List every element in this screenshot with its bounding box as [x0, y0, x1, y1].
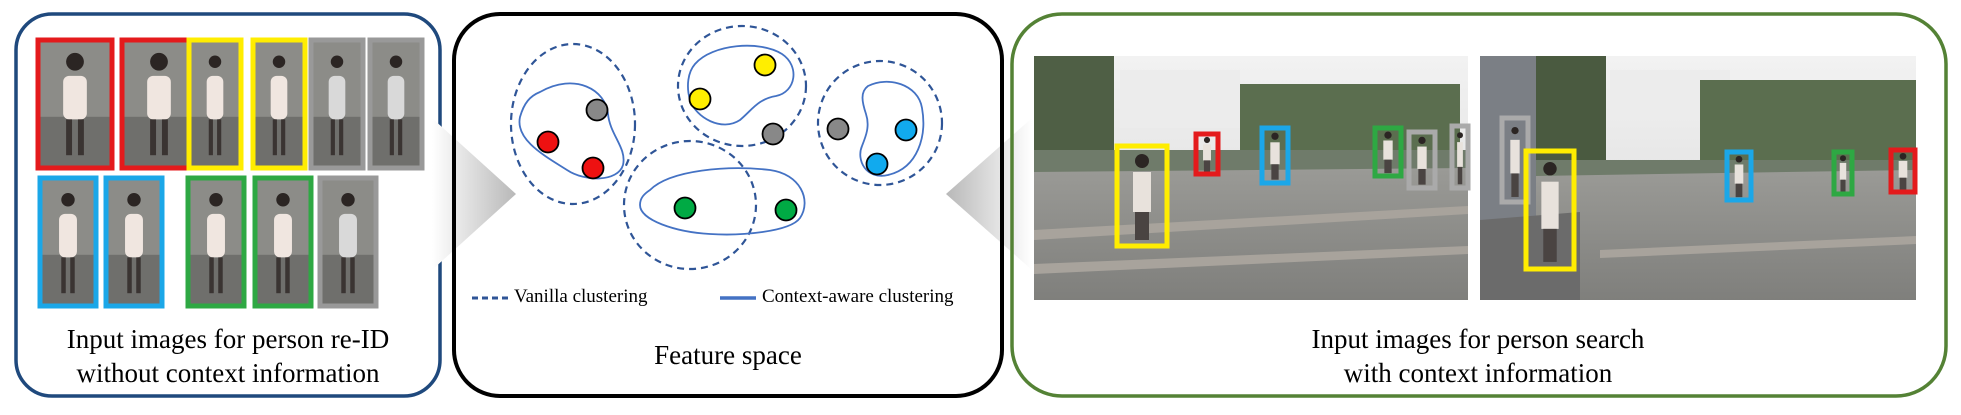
- detection-box-8: [1523, 148, 1577, 272]
- detection-boxes: [1114, 115, 1918, 272]
- person-crop-bottom-5: [317, 175, 379, 309]
- right-caption-line-2: with context information: [1343, 358, 1613, 388]
- vanilla-cluster-1: [509, 42, 637, 206]
- feature-point-yellow-5: [753, 53, 777, 77]
- detection-box-2: [1193, 131, 1221, 177]
- vanilla-cluster-2: [676, 24, 808, 148]
- context-clusters: [518, 44, 925, 236]
- legend-vanilla-label: Vanilla clustering: [514, 286, 648, 307]
- feature-point-yellow-4: [688, 87, 712, 111]
- left-caption: Input images for person re-ID without co…: [30, 322, 426, 390]
- feature-point-green-10: [673, 196, 697, 220]
- detection-box-9: [1724, 149, 1754, 203]
- detection-box-4: [1372, 125, 1404, 179]
- center-caption-text: Feature space: [654, 340, 802, 370]
- person-crop-top-6: [367, 37, 425, 171]
- right-panel-border: [1010, 12, 1948, 398]
- arrow-left-to-center: [432, 118, 516, 270]
- feature-point-gray-7: [826, 117, 850, 141]
- person-crop-bottom-4: [252, 175, 314, 309]
- left-caption-line-1: Input images for person re-ID: [66, 324, 390, 354]
- person-crop-top-3: [186, 37, 244, 171]
- person-crop-bottom-3: [185, 175, 247, 309]
- person-crops: [35, 37, 425, 309]
- legend-context-label: Context-aware clustering: [762, 286, 954, 307]
- detection-box-5: [1406, 129, 1438, 191]
- detection-box-10: [1831, 149, 1855, 197]
- left-caption-line-2: without context information: [76, 358, 380, 388]
- person-crop-top-1: [35, 37, 115, 171]
- detection-box-3: [1259, 125, 1291, 186]
- feature-point-red-2: [581, 156, 605, 180]
- feature-point-blue-9: [865, 152, 889, 176]
- vanilla-clusters: [509, 24, 944, 271]
- person-crop-bottom-1: [37, 175, 99, 309]
- context-cluster-green: [639, 167, 806, 236]
- detection-box-1: [1114, 143, 1170, 249]
- center-panel-border: [452, 12, 1004, 398]
- arrow-right-to-center: [946, 118, 1032, 270]
- vanilla-cluster-4: [622, 139, 758, 271]
- feature-points: [536, 53, 918, 222]
- right-caption-line-1: Input images for person search: [1311, 324, 1645, 354]
- person-crop-top-5: [308, 37, 366, 171]
- center-caption: Feature space: [474, 338, 982, 372]
- person-crop-top-2: [119, 37, 199, 171]
- feature-point-gray-6: [761, 122, 785, 146]
- context-cluster-yellow: [687, 44, 795, 126]
- vanilla-cluster-3: [816, 59, 944, 187]
- context-cluster-red: [518, 82, 625, 180]
- right-caption: Input images for person search with cont…: [1030, 322, 1926, 390]
- detection-box-11: [1888, 147, 1918, 195]
- feature-point-gray-3: [585, 98, 609, 122]
- feature-point-red-1: [536, 130, 560, 154]
- detection-box-6: [1449, 123, 1471, 191]
- feature-point-green-11: [774, 198, 798, 222]
- person-crop-top-4: [250, 37, 308, 171]
- feature-point-blue-8: [894, 118, 918, 142]
- person-crop-bottom-2: [103, 175, 165, 309]
